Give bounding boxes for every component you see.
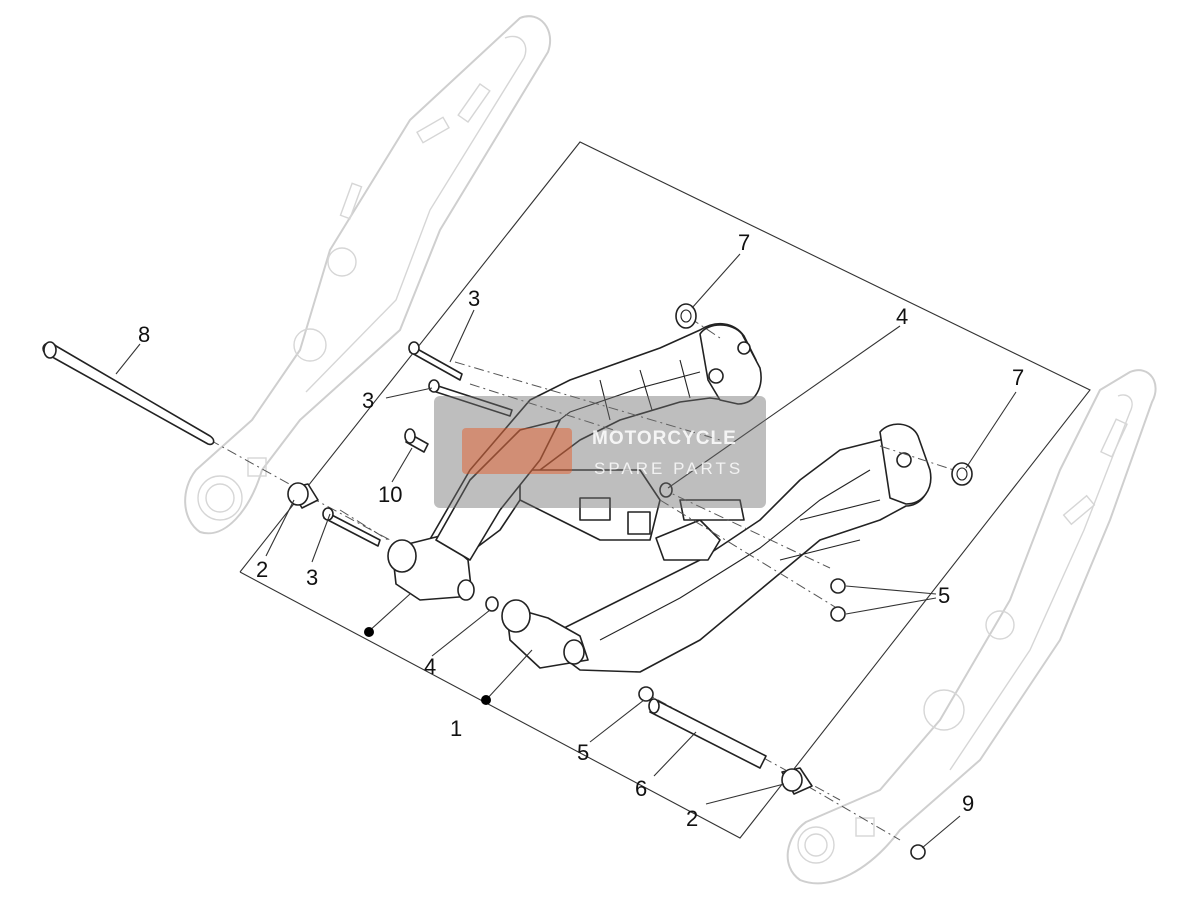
watermark-logo-mark xyxy=(462,428,572,474)
reference-dot-left xyxy=(364,627,374,637)
callout-3-upper[interactable]: 3 xyxy=(468,286,480,311)
bolt-3-upper xyxy=(408,341,463,381)
callout-4-upper[interactable]: 4 xyxy=(896,304,908,329)
reference-dot-right xyxy=(481,695,491,705)
ghost-frame-right xyxy=(786,369,1157,885)
bushing-2-right xyxy=(781,767,813,795)
callout-6[interactable]: 6 xyxy=(635,776,647,801)
callout-9[interactable]: 9 xyxy=(962,791,974,816)
nut-9 xyxy=(910,844,926,860)
swingarm-assembly xyxy=(387,323,932,673)
ghost-frame-left xyxy=(184,15,551,535)
spacer-4-lower xyxy=(485,596,499,612)
spacer-4-upper xyxy=(659,482,673,498)
bushing-7-right xyxy=(951,462,973,486)
callout-7-right[interactable]: 7 xyxy=(1012,365,1024,390)
bushing-7-upper xyxy=(675,303,697,329)
axle-bolt-8 xyxy=(42,341,215,446)
parts-small xyxy=(42,303,973,860)
callout-7-upper[interactable]: 7 xyxy=(738,230,750,255)
callout-5-right[interactable]: 5 xyxy=(938,583,950,608)
leader-lines xyxy=(115,253,1017,849)
nut-5-lower xyxy=(830,606,846,622)
callout-1[interactable]: 1 xyxy=(450,716,462,741)
watermark-subtitle: SPARE PARTS xyxy=(594,459,743,478)
callout-3-middle[interactable]: 3 xyxy=(362,388,374,413)
callout-5-bottom[interactable]: 5 xyxy=(577,740,589,765)
nut-5-bottom xyxy=(638,686,654,702)
callout-10[interactable]: 10 xyxy=(378,482,402,507)
watermark-title: MOTORCYCLE xyxy=(592,428,737,449)
callout-8[interactable]: 8 xyxy=(138,322,150,347)
assembly-boundary xyxy=(239,141,1091,839)
callout-2-left[interactable]: 2 xyxy=(256,557,268,582)
screw-10 xyxy=(404,428,429,453)
callout-4-lower[interactable]: 4 xyxy=(424,654,436,679)
callout-2-right[interactable]: 2 xyxy=(686,806,698,831)
nut-5-upper xyxy=(830,578,846,594)
pin-6 xyxy=(648,698,767,769)
callout-labels: 8 3 3 10 2 3 7 4 7 5 4 1 5 6 2 9 xyxy=(138,230,1024,831)
callout-3-lower[interactable]: 3 xyxy=(306,565,318,590)
bolt-3-lower xyxy=(322,507,381,547)
bushing-2-left xyxy=(287,482,319,509)
watermark: MOTORCYCLE SPARE PARTS xyxy=(434,396,766,508)
